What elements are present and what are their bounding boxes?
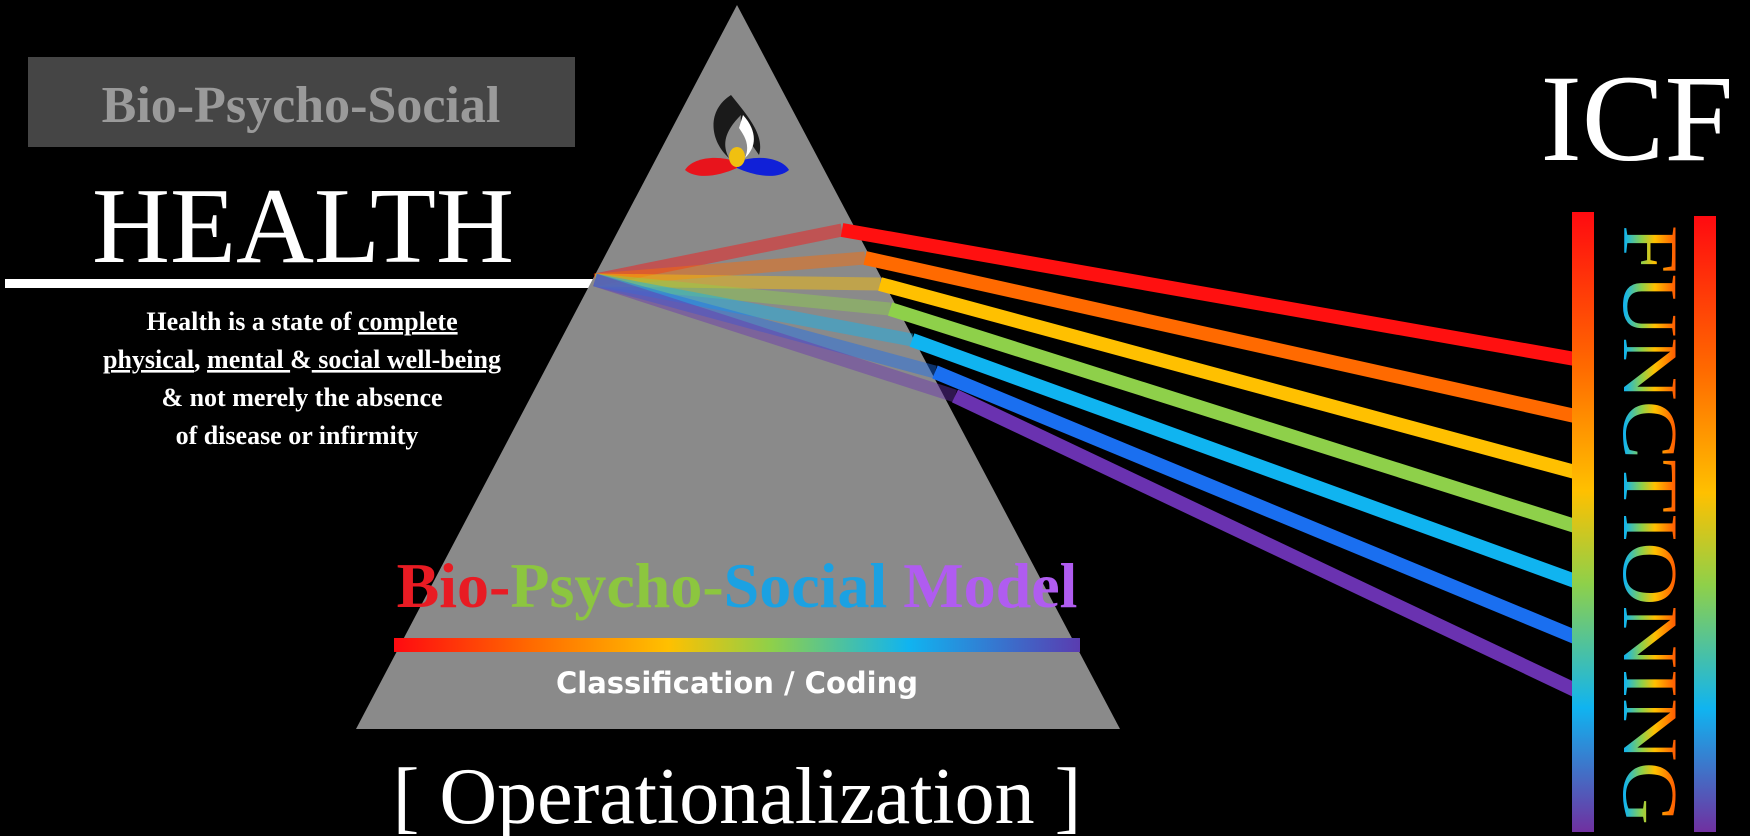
outer-ray-3 <box>887 302 1578 533</box>
inner-ray-6 <box>593 273 957 403</box>
header-box <box>28 57 575 147</box>
inner-ray-4 <box>593 273 914 347</box>
inner-rays <box>593 223 957 403</box>
incoming-white-beam <box>5 279 595 288</box>
model-bio: Bio- <box>397 550 511 621</box>
spectrum-bar <box>394 638 1080 652</box>
inner-ray-2 <box>594 273 881 291</box>
model-word: Model <box>887 550 1077 621</box>
outer-ray-1 <box>863 251 1577 423</box>
functioning-label: FUNCTIONING <box>1607 225 1694 825</box>
operationalization-label: [ Operationalization ] <box>393 753 1082 836</box>
model-title: Bio-Psycho-Social Model <box>397 550 1078 621</box>
def-line3: & not merely the absence <box>161 383 442 412</box>
def-complete: complete <box>358 307 458 336</box>
inner-ray-0 <box>593 223 844 287</box>
model-psycho: Psycho- <box>510 550 723 621</box>
outer-rays <box>840 223 1578 697</box>
flame-lotus-icon <box>685 95 789 176</box>
outer-ray-0 <box>840 223 1577 366</box>
functioning-left-bar <box>1572 212 1594 832</box>
inner-ray-3 <box>594 273 891 316</box>
outer-ray-5 <box>932 365 1578 644</box>
outer-ray-4 <box>909 333 1578 588</box>
prism-triangle <box>356 5 1120 729</box>
def-physical: physical <box>103 345 194 374</box>
header-box-label: Bio-Psycho-Social <box>102 77 501 134</box>
svg-text:Health is a state of complete: Health is a state of complete <box>146 307 457 336</box>
def-line1-prefix: Health is a state of <box>146 307 358 336</box>
functioning-right-bar <box>1694 216 1716 832</box>
svg-text:physical, mental & social well: physical, mental & social well-being <box>103 345 501 374</box>
def-mental: mental <box>207 345 290 374</box>
outer-ray-6 <box>952 389 1578 697</box>
health-definition: Health is a state of complete physical, … <box>103 307 501 450</box>
def-amp: & <box>290 345 312 374</box>
def-social: social well-being <box>312 345 501 374</box>
health-title: HEALTH <box>92 167 514 286</box>
outer-ray-2 <box>878 277 1577 479</box>
model-social: Social <box>724 550 888 621</box>
def-line4: of disease or infirmity <box>176 421 419 450</box>
icf-title: ICF <box>1541 50 1734 187</box>
inner-ray-1 <box>594 251 866 287</box>
classification-coding-label: Classification / Coding <box>556 666 918 700</box>
inner-ray-5 <box>593 273 937 379</box>
def-comma: , <box>194 345 201 374</box>
